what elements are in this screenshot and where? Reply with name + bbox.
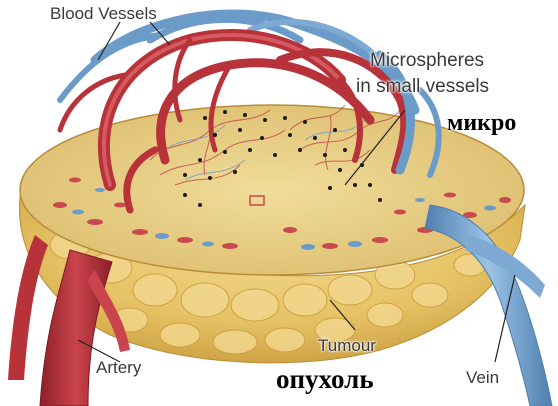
label-tumour: Tumour bbox=[318, 336, 376, 356]
label-artery: Artery bbox=[96, 358, 141, 378]
label-microspheres-line1: Microspheres bbox=[370, 50, 484, 72]
label-microspheres-line2: in small vessels bbox=[356, 76, 489, 98]
label-micro-russian: микро bbox=[447, 110, 516, 137]
label-blood-vessels: Blood Vessels bbox=[50, 4, 157, 24]
artery-branch bbox=[8, 235, 48, 380]
label-vein: Vein bbox=[466, 368, 499, 388]
label-tumour-russian: опухоль bbox=[276, 364, 374, 395]
